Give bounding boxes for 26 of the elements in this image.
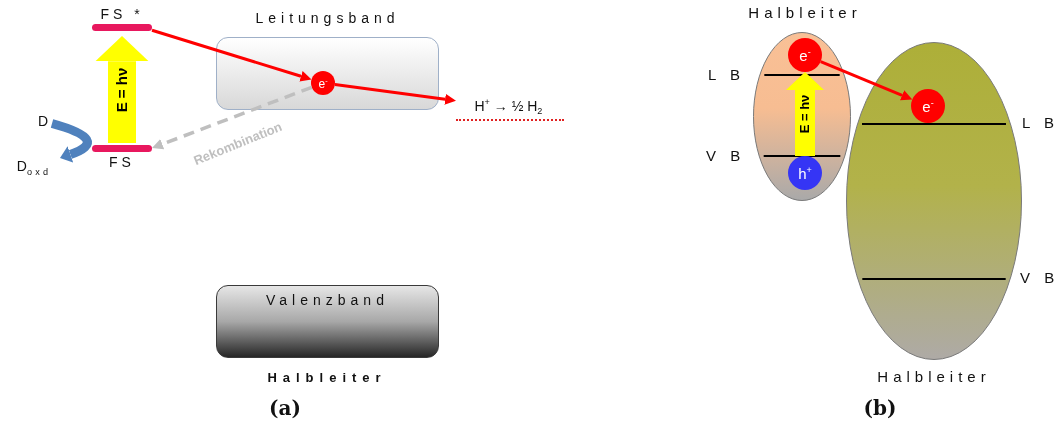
formula-label: D [37,113,49,129]
arrow [786,72,824,156]
arrow [820,60,913,101]
arrow [50,119,92,163]
particle-label: e$^{-}$ [922,97,934,115]
arrow [334,83,456,105]
band-name-label: V B [1020,269,1054,286]
band-name-label: L B [708,66,742,83]
panel-label: (b) [863,396,897,420]
particle-label: e$^{-}$ [799,46,811,64]
particle-label: h$^{+}$ [798,164,812,182]
particle-label: e$^{-}$ [318,75,328,91]
band-name-label: L B [1022,114,1056,131]
semiconductor-label: Halbleiter [747,4,863,21]
arrow [152,85,313,150]
formula-label: D$_{oxd}$ [16,157,52,177]
panel-label: (a) [269,396,301,420]
formula-label: H$^{+}$ → ½ H$_{2}$ [474,97,546,117]
band-label: Valenzband [265,292,390,308]
band-name-label: V B [706,147,740,164]
band-label: Leitungsband [254,10,401,26]
level-label: FS * [99,6,145,22]
semiconductor-label: Halbleiter [876,368,992,385]
level-label: FS [108,154,136,170]
arrow [151,28,312,82]
band-name-label: Halbleiter [266,370,388,385]
